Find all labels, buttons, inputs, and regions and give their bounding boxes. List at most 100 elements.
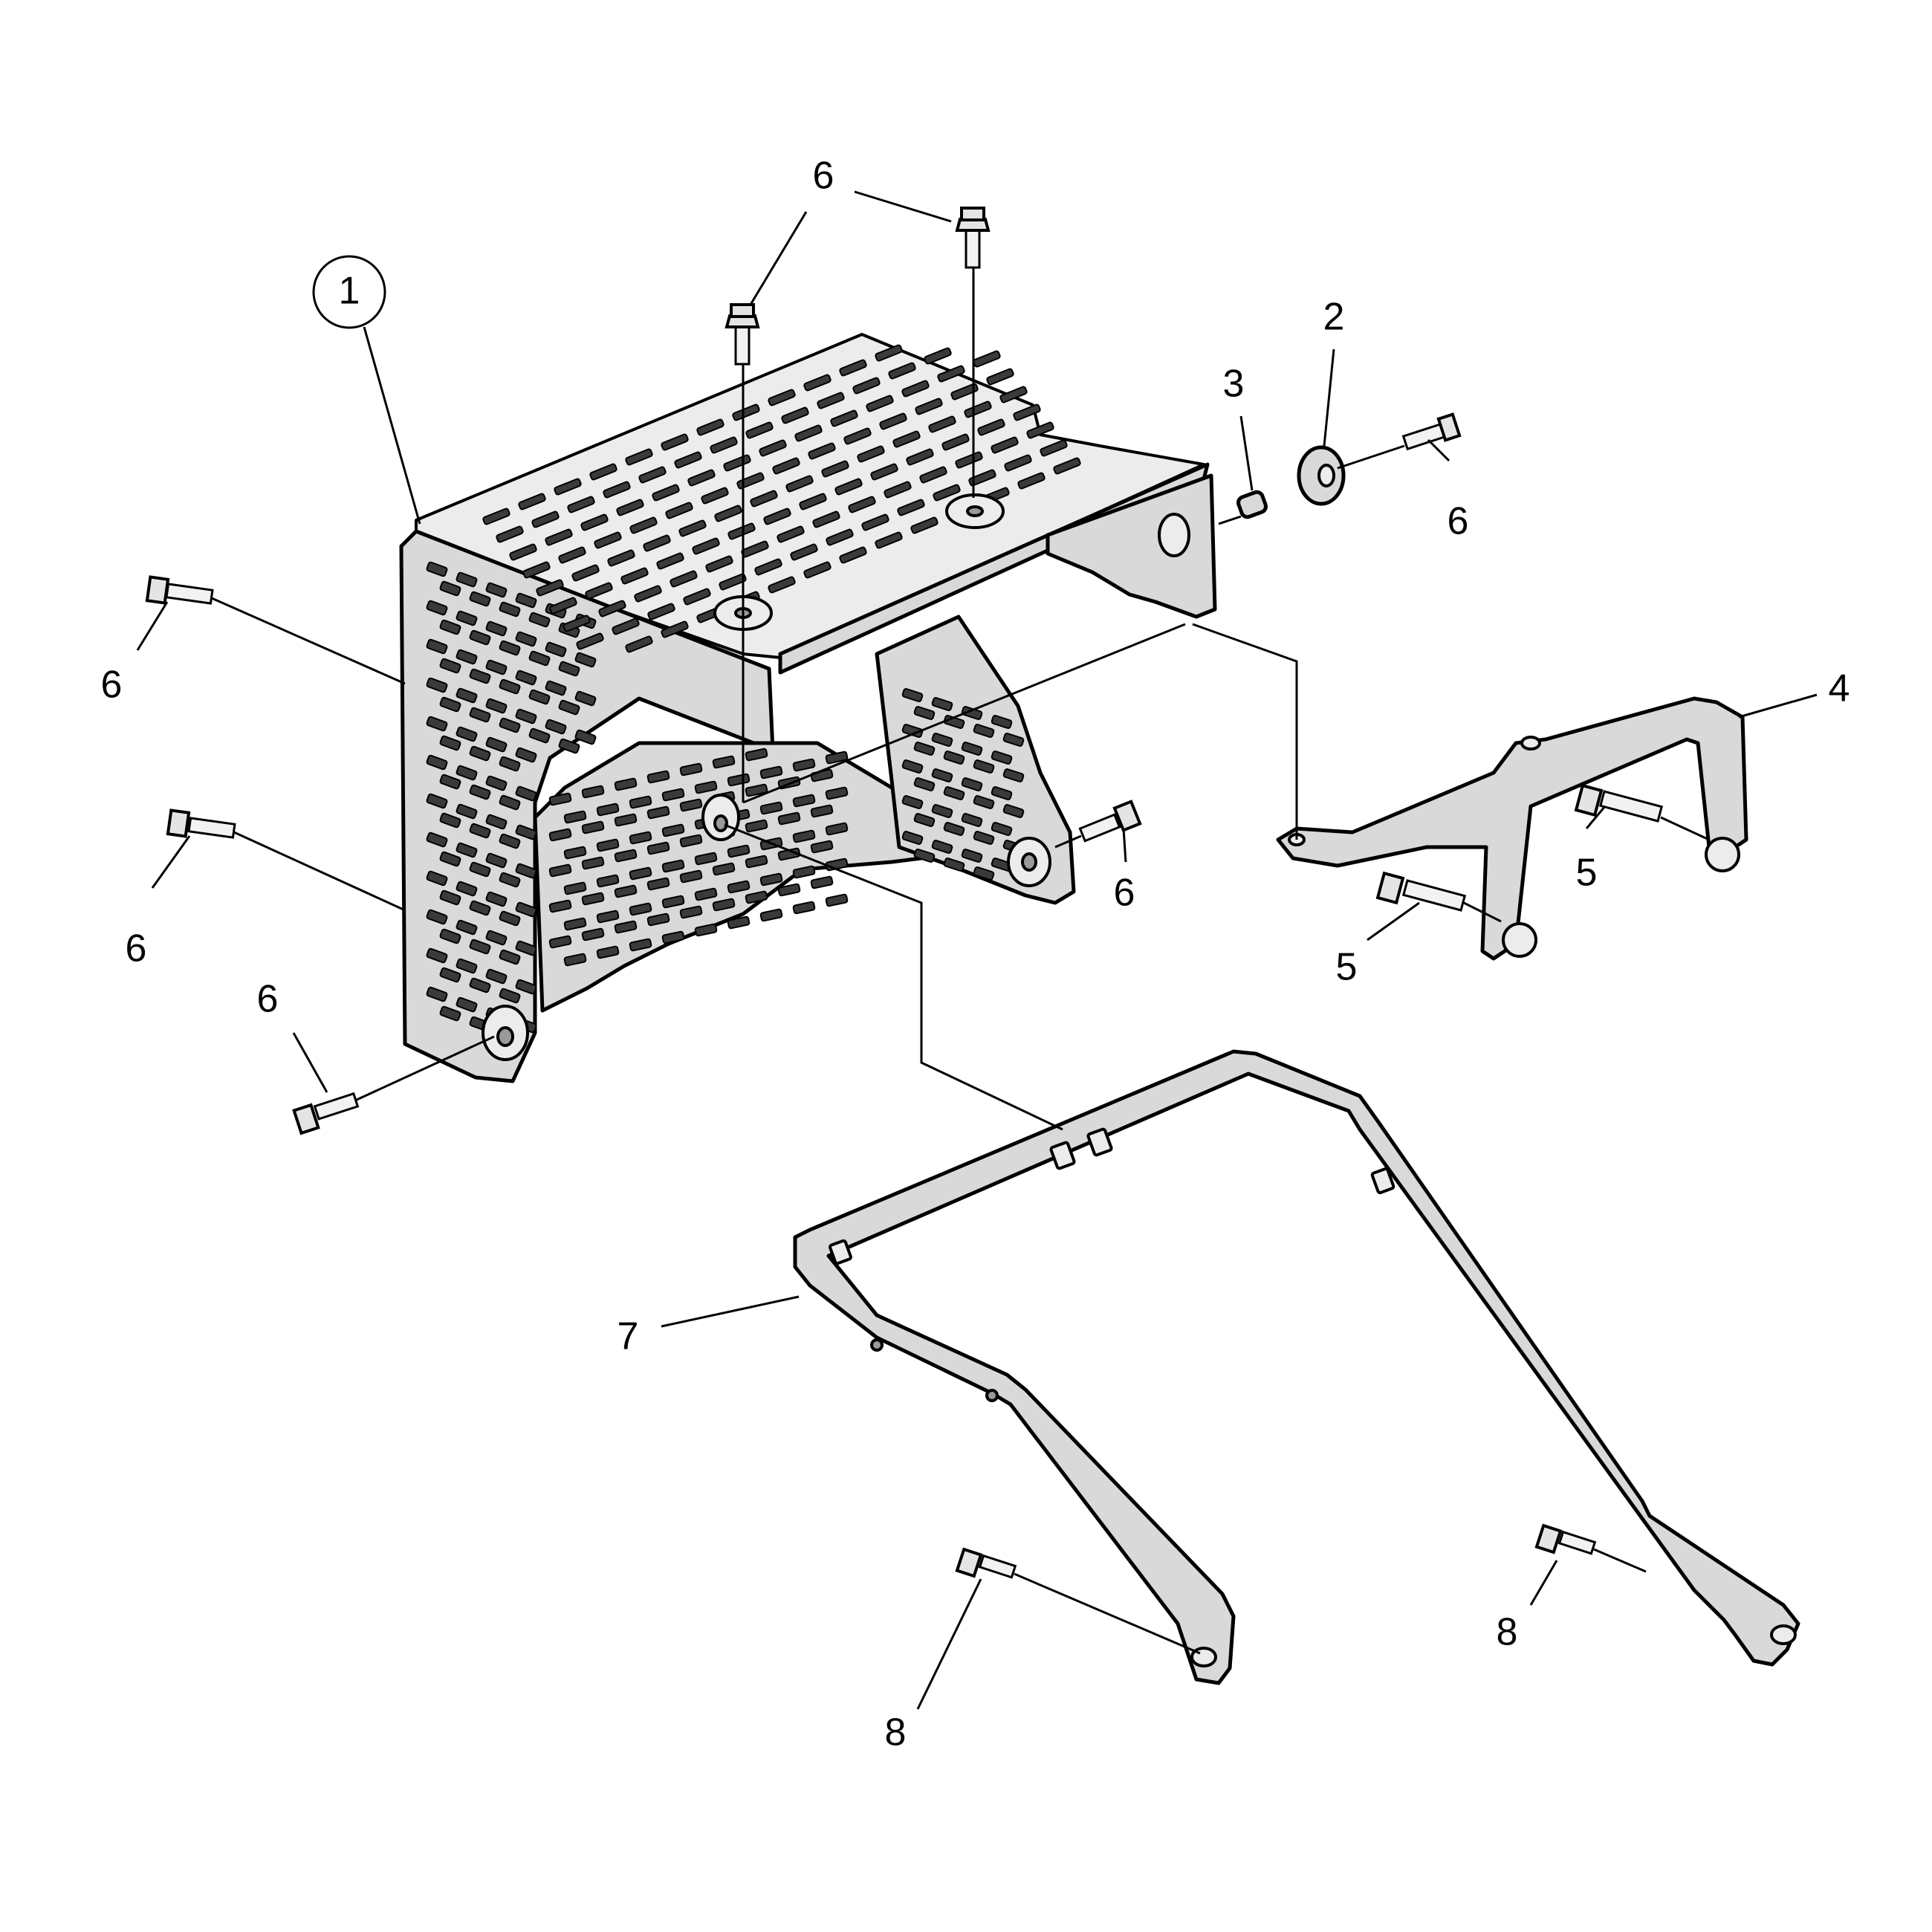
perforation-slot: [656, 552, 684, 570]
perforation-slot: [614, 813, 638, 827]
perforation-slot: [499, 910, 521, 927]
perforation-slot: [759, 872, 783, 886]
perforation-slot: [665, 502, 693, 519]
perforation-slot: [596, 803, 620, 817]
perforation-slot: [961, 777, 983, 791]
perforation-slot: [683, 588, 711, 606]
perforation-slot: [456, 842, 478, 858]
perforation-slot: [515, 670, 537, 686]
part-4-upper-bracket: [1276, 696, 1748, 961]
perforation-slot: [485, 582, 508, 598]
perforation-slot: [830, 409, 858, 427]
left-panel-mount-hole: [496, 1026, 514, 1047]
perforation-slot: [485, 659, 508, 675]
perforation-slot: [991, 751, 1013, 765]
perforation-slot: [638, 466, 667, 484]
perforation-slot: [456, 571, 478, 588]
perforation-slot: [554, 478, 582, 496]
perforation-slot: [426, 909, 448, 925]
perforation-slot: [848, 496, 876, 513]
assembly-guide-lines: [211, 268, 1710, 1655]
perforation-slot: [727, 880, 751, 894]
perforation-slot: [674, 451, 702, 469]
perforation-slot: [799, 493, 827, 510]
bracket-bushing-left: [1502, 922, 1537, 958]
perforation-slot: [961, 849, 983, 863]
perforation-slot: [924, 347, 952, 365]
perforation-slot: [875, 531, 903, 549]
perforation-slot: [574, 652, 597, 668]
perforation-slot: [469, 784, 491, 800]
perforation-slot: [629, 938, 652, 952]
perforation-slot: [643, 534, 671, 552]
callout-6-center-right: 6: [1114, 872, 1135, 915]
perforation-slot: [759, 801, 783, 815]
perforation-slot: [745, 855, 768, 869]
perforation-slot: [870, 463, 898, 481]
perforation-slot: [585, 582, 613, 600]
part-7-lower-strap: [793, 1049, 1800, 1685]
perforation-slot: [931, 697, 953, 711]
perforation-slot: [563, 846, 587, 860]
perforation-slot: [705, 555, 733, 573]
bolt-6-right-upper: [1401, 412, 1462, 451]
perforation-slot: [991, 822, 1013, 836]
perforation-slot: [499, 601, 521, 617]
perforation-slot: [469, 823, 491, 839]
perforation-slot: [594, 531, 622, 549]
perforation-slot: [897, 499, 925, 516]
strap-clip-2: [1086, 1127, 1113, 1157]
perforation-slot: [694, 923, 718, 937]
callout-6-left-lower: 6: [257, 978, 279, 1021]
perforation-slot: [901, 795, 924, 809]
perforation-slot: [759, 908, 783, 922]
strap-clip-3: [1370, 1167, 1395, 1195]
perforation-slot: [629, 795, 652, 809]
perforation-slot: [580, 513, 609, 531]
perforation-slot: [955, 451, 983, 469]
perforation-slot: [426, 870, 448, 886]
perforation-slot: [496, 525, 524, 543]
perforation-slot: [812, 510, 840, 528]
perforation-slot: [499, 717, 521, 733]
perforation-slot: [485, 968, 508, 985]
perforation-slot: [679, 834, 703, 848]
perforation-slot: [968, 469, 996, 487]
perforation-slot: [915, 398, 943, 415]
perforation-slot: [861, 513, 889, 531]
perforation-slot: [499, 640, 521, 656]
perforation-slot: [901, 380, 930, 398]
perforation-slot: [792, 829, 816, 843]
perforation-slot: [439, 1005, 461, 1022]
perforation-slot: [661, 895, 685, 909]
perforation-slot: [518, 493, 546, 510]
perforation-slot: [603, 481, 631, 499]
perforation-slot: [1002, 804, 1025, 818]
perforation-slot: [581, 892, 605, 906]
bolt-6-left-upper: [145, 575, 214, 605]
perforation-slot: [839, 546, 867, 564]
callout-4: 4: [1829, 667, 1850, 710]
perforation-slot: [973, 795, 995, 809]
perforation-slot: [548, 935, 572, 949]
box-right-flange: [1046, 473, 1217, 619]
perforation-slot: [469, 591, 491, 607]
box-right-panel: [875, 615, 1076, 905]
perforation-slot: [558, 738, 580, 754]
perforation-slot: [426, 947, 448, 964]
perforation-slot: [991, 715, 1013, 729]
perforation-slot: [745, 783, 768, 797]
perforation-slot: [426, 832, 448, 848]
perforation-slot: [612, 617, 640, 635]
perforation-slot: [439, 735, 461, 751]
perforation-slot: [515, 785, 537, 802]
perforation-slot: [629, 831, 652, 845]
perforation-slot: [646, 912, 670, 927]
callout-5-lower: 5: [1336, 946, 1358, 989]
perforation-slot: [973, 759, 995, 774]
perforation-slot: [745, 748, 768, 762]
perforation-slot: [1013, 403, 1041, 421]
perforation-slot: [714, 505, 742, 522]
perforation-slot: [548, 863, 572, 878]
perforation-slot: [768, 389, 796, 406]
